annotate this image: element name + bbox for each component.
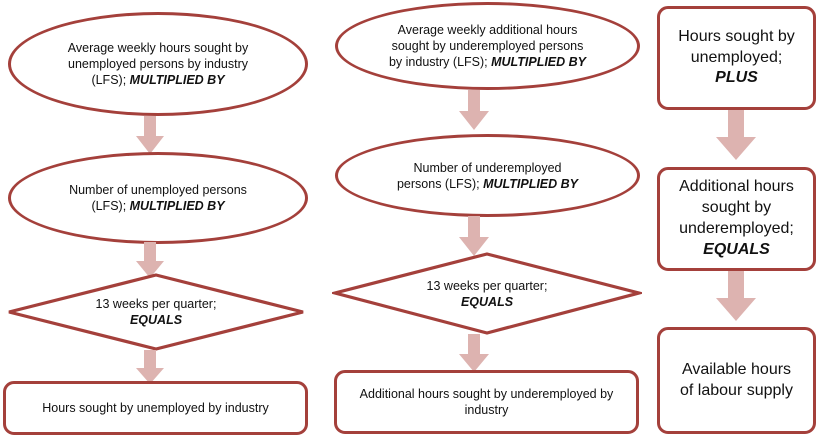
node-line-1: Hours sought by [678,27,795,45]
diamond-shape [8,273,304,351]
node-line-1: Hours sought by unemployed by industry [42,401,269,415]
node-emphasis: EQUALS [703,240,770,258]
node-number-unemployed-persons[interactable]: Number of unemployed persons (LFS); MULT… [8,152,308,244]
node-line-2-text: persons (LFS); [396,176,484,191]
node-line-2: of labour supply [680,381,793,399]
node-line-2: (LFS); MULTIPLIED BY [21,198,295,214]
node-line-1: Additional hours sought by underemployed… [359,387,614,401]
node-emphasis: PLUS [715,69,758,87]
node-line-1: Additional hours [679,178,794,196]
node-line-3: by industry (LFS); MULTIPLIED BY [348,54,627,70]
node-line-2: persons (LFS); MULTIPLIED BY [348,176,627,192]
node-line-1: Number of unemployed persons [69,183,247,197]
node-line-2: unemployed; [690,48,783,66]
arrow-col2-1 [459,90,489,130]
arrow-col3-1 [716,110,756,160]
node-available-hours-of-labour-supply[interactable]: Available hours of labour supply [657,327,816,434]
node-line-2: industry [464,403,509,417]
arrow-col1-2 [136,242,164,278]
node-line-1: Average weekly hours sought by [67,41,249,55]
node-line-3-text: by industry (LFS); [388,55,492,69]
node-line-3-text: (LFS); [91,73,130,87]
arrow-col2-3 [459,334,489,372]
node-emphasis: MULTIPLIED BY [129,199,225,213]
node-emphasis: MULTIPLIED BY [491,55,587,69]
node-additional-hours-sought-by-underemployed-by-industry[interactable]: Additional hours sought by underemployed… [334,370,639,434]
node-line-2-text: (LFS); [91,199,130,213]
node-weeks-per-quarter-unemployed[interactable]: 13 weeks per quarter; EQUALS [6,272,306,352]
node-line-3: (LFS); MULTIPLIED BY [21,72,295,88]
arrow-col2-2 [459,216,489,256]
node-line-2: unemployed persons by industry [68,57,248,71]
arrow-col1-1 [136,116,164,154]
node-line-1: Available hours [681,360,792,378]
node-emphasis: MULTIPLIED BY [483,176,579,191]
node-number-underemployed-persons[interactable]: Number of underemployed persons (LFS); M… [335,134,640,217]
node-line-2: sought by underemployed persons [391,39,584,53]
node-line-2: sought by [701,199,772,217]
node-weeks-per-quarter-underemployed[interactable]: 13 weeks per quarter; EQUALS [332,251,642,336]
node-additional-hours-sought-by-underemployed[interactable]: Additional hours sought by underemployed… [657,167,816,271]
node-avg-weekly-additional-hours-underemployed[interactable]: Average weekly additional hours sought b… [335,2,640,90]
node-line-1: Number of underemployed [413,160,562,175]
arrow-col3-2 [716,271,756,321]
diamond-shape [332,252,642,335]
node-hours-sought-by-unemployed[interactable]: Hours sought by unemployed; PLUS [657,6,816,110]
node-line-1: Average weekly additional hours [397,23,578,37]
node-avg-weekly-hours-unemployed[interactable]: Average weekly hours sought by unemploye… [8,12,308,116]
node-line-3: underemployed; [679,220,794,237]
node-hours-sought-by-unemployed-by-industry[interactable]: Hours sought by unemployed by industry [3,381,308,435]
node-emphasis: MULTIPLIED BY [129,73,225,87]
arrow-col1-3 [136,350,164,384]
